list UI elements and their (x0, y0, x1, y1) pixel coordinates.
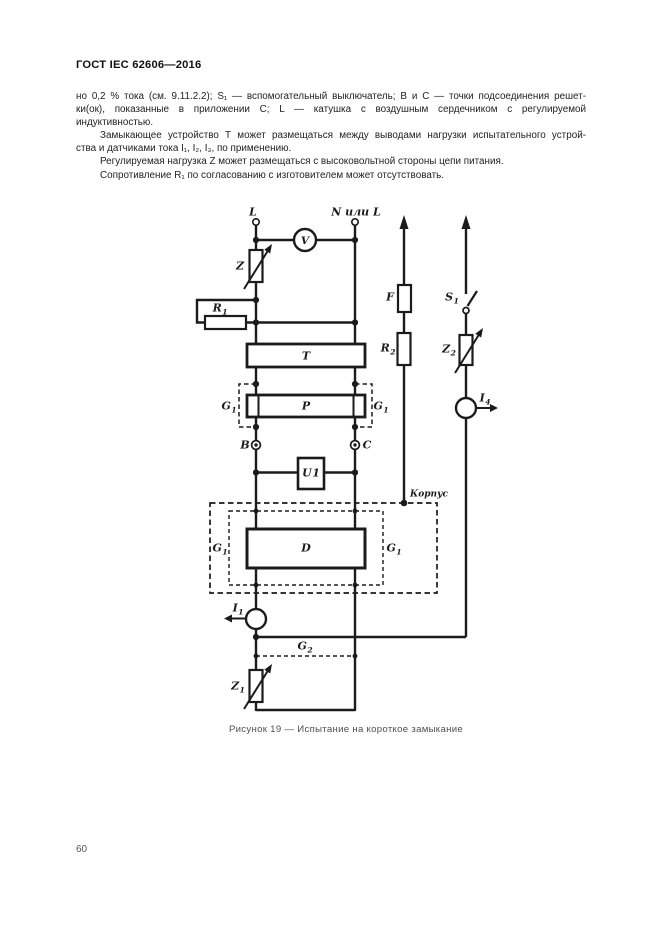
variable-arrows (243, 244, 483, 710)
label-voltmeter: V (300, 234, 310, 247)
label-u1-device: U1 (302, 466, 320, 480)
circuit-wires (195, 225, 468, 712)
dashed-linework (209, 383, 438, 657)
label-switch-s1: S1 (445, 290, 459, 306)
label-g1-upper-right: G1 (373, 399, 389, 415)
paragraph-line: Регулируемая нагрузка Z может размещатьс… (100, 156, 504, 168)
terminal-n (350, 218, 359, 227)
label-housing: Корпус (410, 489, 448, 500)
paragraph-line: Замыкающее устройство Т может размещатьс… (100, 130, 586, 142)
page-number: 60 (76, 844, 88, 855)
grid-box-upper-left (238, 383, 256, 428)
label-terminal-n: N или L (331, 205, 381, 219)
label-terminal-b: B (240, 438, 250, 452)
label-closing-device-t: T (301, 349, 311, 363)
label-resistor-r1: R1 (212, 301, 228, 317)
grid-terminals (250, 439, 361, 451)
terminal-c-inner (353, 443, 357, 447)
label-terminal-c: C (362, 438, 372, 452)
label-device-d: D (301, 541, 311, 555)
sensor-arrows (224, 404, 498, 623)
label-impedance-z: Z (235, 259, 245, 273)
current-sensor-i4-circle (454, 396, 478, 420)
terminal-b-outer (250, 439, 262, 451)
component-bodies (203, 227, 478, 704)
label-impedance-z1: Z1 (231, 679, 245, 695)
paragraph-line: ства и датчиками тока I₁, I₂, I₃, по при… (76, 143, 292, 155)
resistor-r1-body (203, 314, 248, 331)
switch-s1 (462, 290, 478, 315)
label-impedance-z2: Z2 (442, 342, 456, 358)
grid-box-upper-right (355, 383, 373, 428)
terminal-c-outer (349, 439, 361, 451)
paragraph-line: но 0,2 % тока (см. 9.11.2.2); S₁ — вспом… (76, 91, 586, 102)
figure-caption: Рисунок 19 — Испытание на короткое замык… (228, 724, 464, 735)
supply-branch-arrows (399, 215, 471, 229)
label-sensor-i1: I1 (232, 601, 244, 617)
fuse-f-body (396, 283, 413, 314)
supply-terminals (252, 218, 359, 227)
label-arc-generator-p: P (301, 399, 311, 413)
terminal-l (252, 218, 261, 227)
paragraph-line: Сопротивление R₁ по согласованию с изгот… (100, 169, 445, 181)
label-sensor-i4: I4 (479, 391, 491, 407)
paragraph-line: индуктивностью. (76, 117, 154, 129)
label-g1-upper-left: G1 (221, 399, 237, 415)
label-g1-lower-right: G1 (386, 541, 402, 557)
impedance-z2-body (458, 333, 474, 367)
page-header: ГОСТ IEC 62606—2016 (76, 59, 202, 71)
junction-dots (252, 236, 408, 659)
resistor-r2-body (396, 331, 412, 367)
impedance-z-body (248, 248, 264, 284)
label-g1-lower-left: G1 (212, 541, 228, 557)
current-sensor-i1-circle (244, 607, 268, 631)
impedance-z1-body (248, 668, 264, 704)
label-fuse-f: F (386, 290, 394, 304)
terminal-b-inner (254, 443, 258, 447)
label-g2-link: G2 (297, 639, 313, 655)
housing-dashed-box (209, 502, 438, 594)
label-resistor-r2: R2 (380, 341, 396, 357)
label-terminal-l: L (249, 205, 257, 219)
body-text: но 0,2 % тока (см. 9.11.2.2); S₁ — вспом… (76, 90, 586, 182)
paragraph-line: ки(ок), показанные в приложении С; L — к… (76, 104, 586, 116)
